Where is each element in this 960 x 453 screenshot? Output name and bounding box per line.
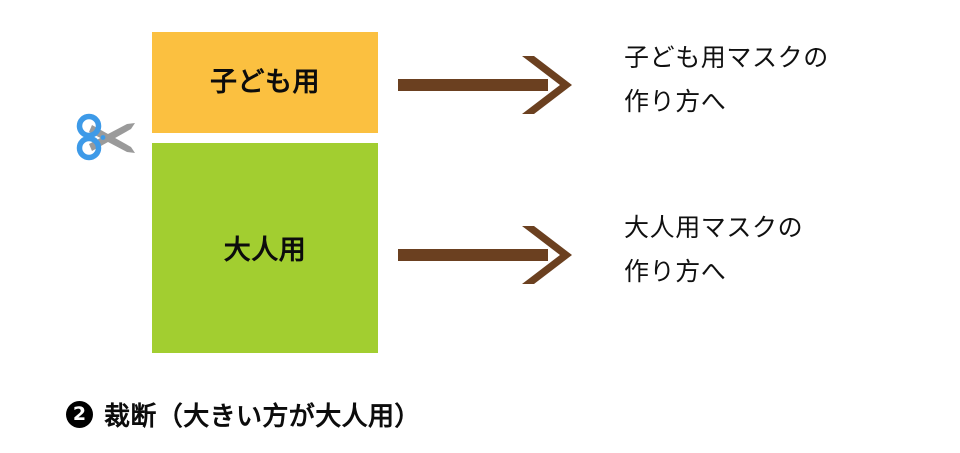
adult-mask-link-line2: 作り方へ — [624, 257, 727, 286]
child-mask-link[interactable]: 子ども用マスクの 作り方へ — [624, 36, 829, 124]
step-caption: 2 裁断（大きい方が大人用） — [66, 396, 421, 433]
adult-fabric-label: 大人用 — [223, 234, 307, 266]
child-fabric-block[interactable]: 子ども用 — [152, 32, 378, 133]
scissors-icon — [76, 113, 135, 161]
adult-fabric-block[interactable]: 大人用 — [152, 143, 378, 353]
adult-mask-link-line1: 大人用マスクの — [624, 213, 804, 242]
arrow-to-adult-instructions[interactable] — [398, 226, 580, 284]
child-fabric-label: 子ども用 — [210, 67, 320, 98]
step-caption-text: 裁断（大きい方が大人用） — [104, 402, 421, 432]
child-mask-link-line1: 子ども用マスクの — [624, 43, 829, 72]
arrow-to-child-instructions[interactable] — [398, 56, 580, 114]
adult-mask-link[interactable]: 大人用マスクの 作り方へ — [624, 206, 803, 294]
step-number-badge: 2 — [66, 401, 93, 428]
child-mask-link-line2: 作り方へ — [624, 87, 727, 116]
